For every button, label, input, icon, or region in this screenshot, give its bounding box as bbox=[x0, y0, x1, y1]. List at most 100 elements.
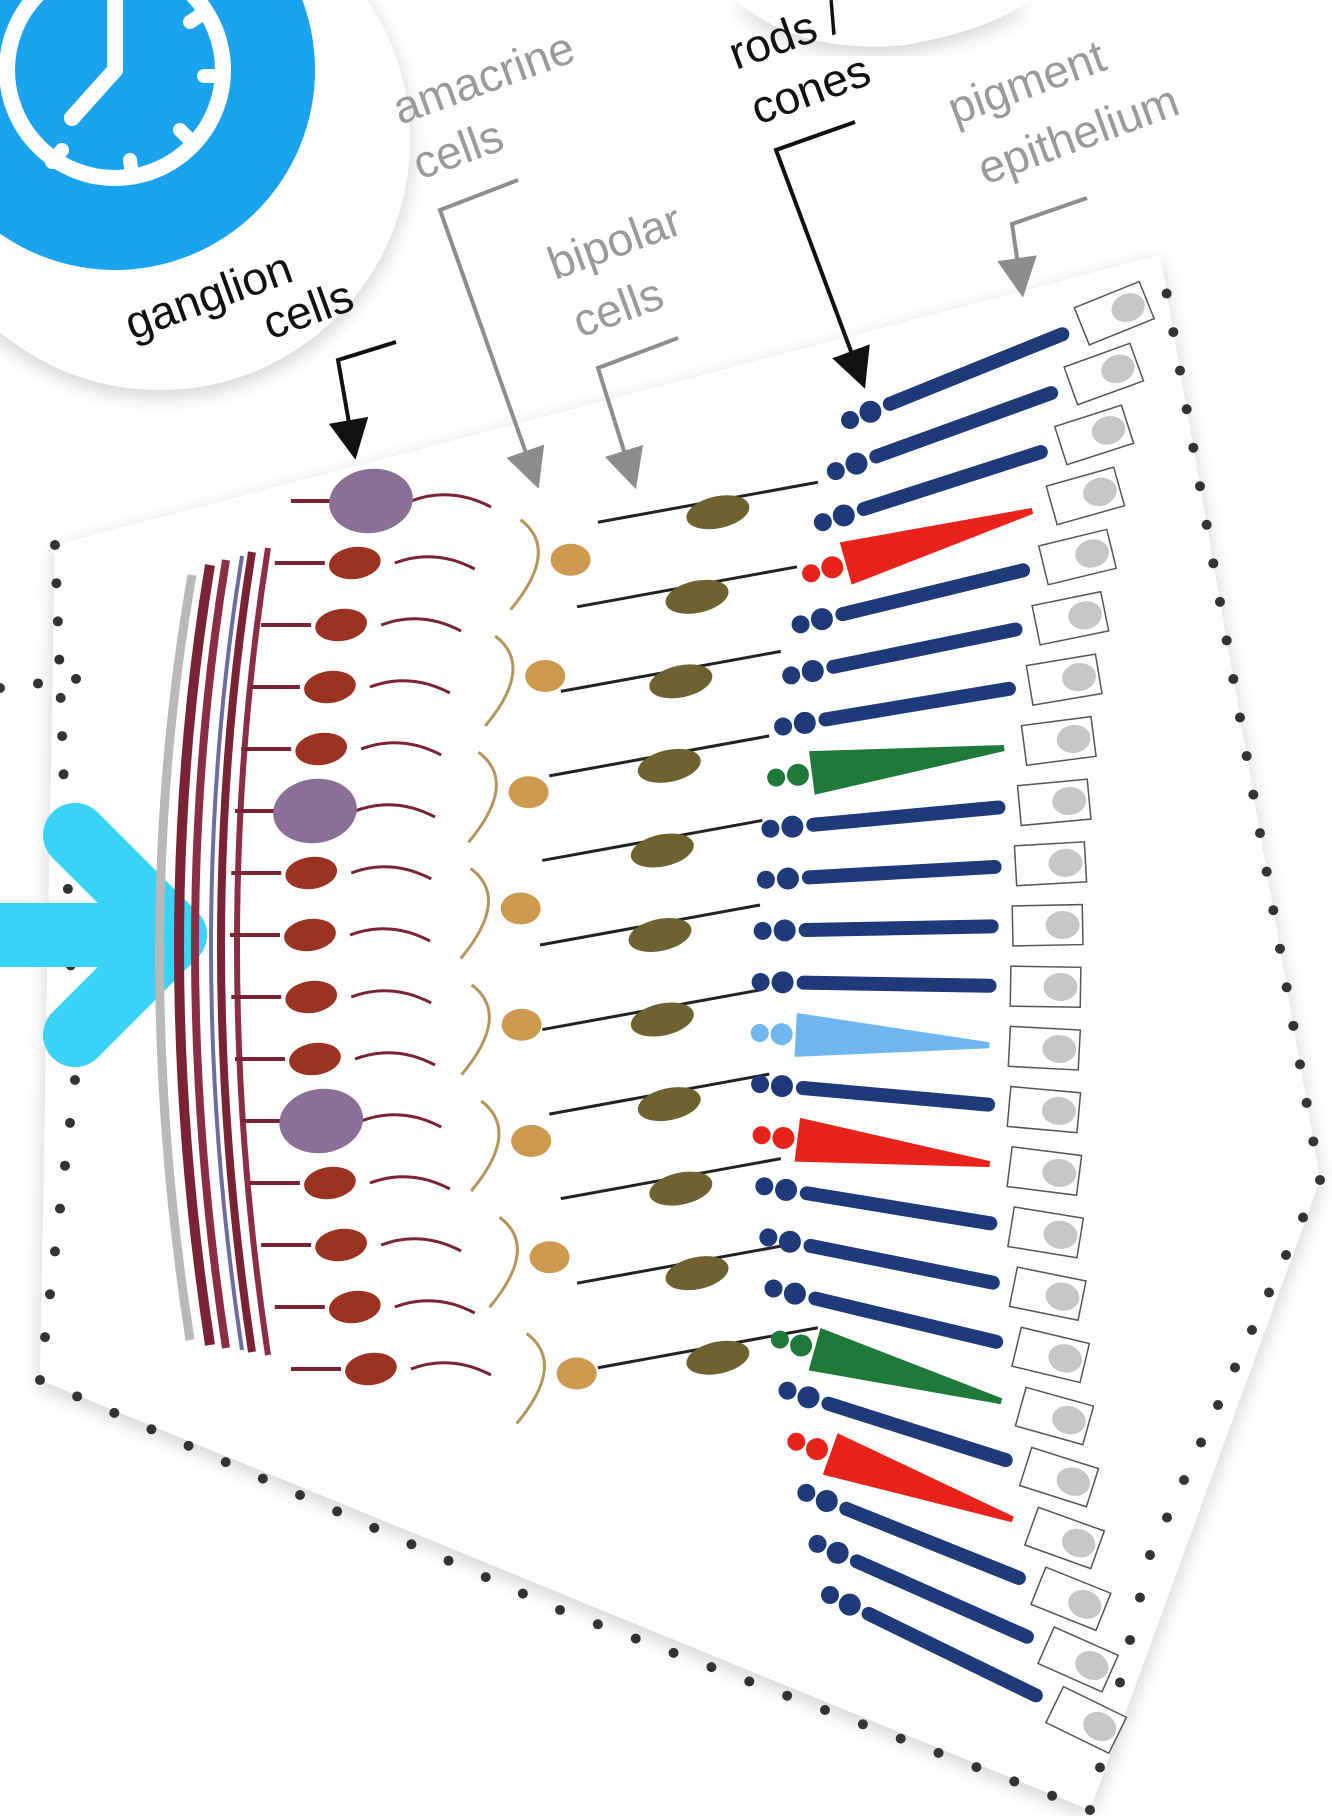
label-bipolar-cells: bipolar cells bbox=[541, 193, 689, 347]
border-dot bbox=[858, 1719, 868, 1729]
border-dot bbox=[406, 1539, 416, 1549]
leader-amacrine bbox=[440, 180, 532, 470]
amacrine-cell bbox=[501, 893, 541, 925]
border-dot bbox=[1228, 674, 1238, 684]
border-dot bbox=[65, 1118, 75, 1128]
leader-pigment bbox=[1012, 198, 1087, 278]
border-dot bbox=[109, 1408, 119, 1418]
border-dot bbox=[1242, 751, 1252, 761]
border-dot bbox=[55, 1204, 65, 1214]
border-dot bbox=[1125, 1635, 1135, 1645]
border-dot bbox=[35, 1375, 45, 1385]
border-dot bbox=[1275, 944, 1285, 954]
leader-ganglion bbox=[338, 342, 396, 440]
pigment-cell bbox=[1010, 966, 1081, 1007]
border-dot bbox=[184, 1441, 194, 1451]
border-dot bbox=[1222, 635, 1232, 645]
amacrine-cell bbox=[551, 544, 591, 576]
border-dot bbox=[369, 1523, 379, 1533]
border-dot bbox=[1179, 1475, 1189, 1485]
border-dot bbox=[744, 1676, 754, 1686]
connector-dot bbox=[0, 683, 5, 693]
border-dot bbox=[1208, 558, 1218, 568]
border-dot bbox=[72, 1391, 82, 1401]
border-dot bbox=[1162, 289, 1172, 299]
border-dot bbox=[1295, 1059, 1305, 1069]
border-dot bbox=[1085, 1805, 1095, 1815]
border-dot bbox=[70, 1075, 80, 1085]
diagram-card bbox=[40, 255, 1320, 1810]
border-dot bbox=[1230, 1363, 1240, 1373]
border-dot bbox=[221, 1457, 231, 1467]
border-dot bbox=[481, 1572, 491, 1582]
border-dot bbox=[295, 1490, 305, 1500]
pigment-cell bbox=[1014, 842, 1086, 886]
border-dot bbox=[1168, 327, 1178, 337]
pigment-cell bbox=[1022, 717, 1097, 766]
pigment-cell bbox=[1012, 905, 1083, 946]
leader-rods-cones bbox=[776, 122, 858, 370]
border-dot bbox=[56, 693, 66, 703]
pigment-cell bbox=[1008, 1026, 1080, 1070]
border-dot bbox=[57, 731, 67, 741]
label-pigment-epithelium: pigment epithelium bbox=[941, 29, 1186, 194]
border-dot bbox=[518, 1589, 528, 1599]
border-dot bbox=[971, 1762, 981, 1772]
arrow-right-icon bbox=[0, 835, 175, 1035]
border-dot bbox=[332, 1506, 342, 1516]
amacrine-cell bbox=[525, 660, 565, 692]
border-dot bbox=[1047, 1791, 1057, 1801]
border-dot bbox=[63, 884, 73, 894]
border-dot bbox=[1196, 1438, 1206, 1448]
border-dot bbox=[706, 1662, 716, 1672]
border-dot bbox=[1288, 1021, 1298, 1031]
border-dot bbox=[45, 1289, 55, 1299]
border-dot bbox=[1247, 1325, 1257, 1335]
border-dot bbox=[1235, 713, 1245, 723]
border-dot bbox=[1182, 404, 1192, 414]
border-dot bbox=[1009, 1776, 1019, 1786]
pigment-cell bbox=[1007, 1147, 1081, 1195]
amacrine-cell bbox=[511, 1125, 551, 1157]
border-dot bbox=[53, 616, 63, 626]
border-dot bbox=[1298, 1213, 1308, 1223]
border-dot bbox=[1095, 1763, 1105, 1773]
border-dot bbox=[555, 1605, 565, 1615]
border-dot bbox=[1195, 481, 1205, 491]
border-dot bbox=[1282, 982, 1292, 992]
border-dot bbox=[60, 1161, 70, 1171]
border-dot bbox=[444, 1556, 454, 1566]
amacrine-cell bbox=[502, 1009, 542, 1041]
border-dot bbox=[631, 1634, 641, 1644]
border-dot bbox=[258, 1474, 268, 1484]
border-dot bbox=[593, 1619, 603, 1629]
border-dot bbox=[59, 769, 69, 779]
border-dot bbox=[934, 1748, 944, 1758]
border-dot bbox=[1145, 1550, 1155, 1560]
border-dot bbox=[782, 1691, 792, 1701]
border-dot bbox=[40, 1332, 50, 1342]
pigment-cell bbox=[1007, 1087, 1080, 1133]
border-dot bbox=[1308, 1136, 1318, 1146]
amacrine-cell bbox=[509, 776, 549, 808]
border-dot bbox=[1202, 520, 1212, 530]
border-dot bbox=[146, 1424, 156, 1434]
border-dot bbox=[1162, 1513, 1172, 1523]
border-dot bbox=[1248, 790, 1258, 800]
border-dot bbox=[1268, 905, 1278, 915]
border-dot bbox=[1281, 1250, 1291, 1260]
border-dot bbox=[1213, 1400, 1223, 1410]
border-dot bbox=[1215, 597, 1225, 607]
connector-dot bbox=[33, 678, 43, 688]
border-dot bbox=[1135, 1593, 1145, 1603]
border-dot bbox=[1115, 1678, 1125, 1688]
border-dot bbox=[669, 1648, 679, 1658]
label-bipolar-line1: bipolar bbox=[541, 193, 689, 289]
border-dot bbox=[1262, 867, 1272, 877]
pigment-cell bbox=[1018, 779, 1091, 825]
border-dot bbox=[50, 540, 60, 550]
border-dot bbox=[1255, 828, 1265, 838]
border-dot bbox=[820, 1705, 830, 1715]
border-dot bbox=[51, 578, 61, 588]
